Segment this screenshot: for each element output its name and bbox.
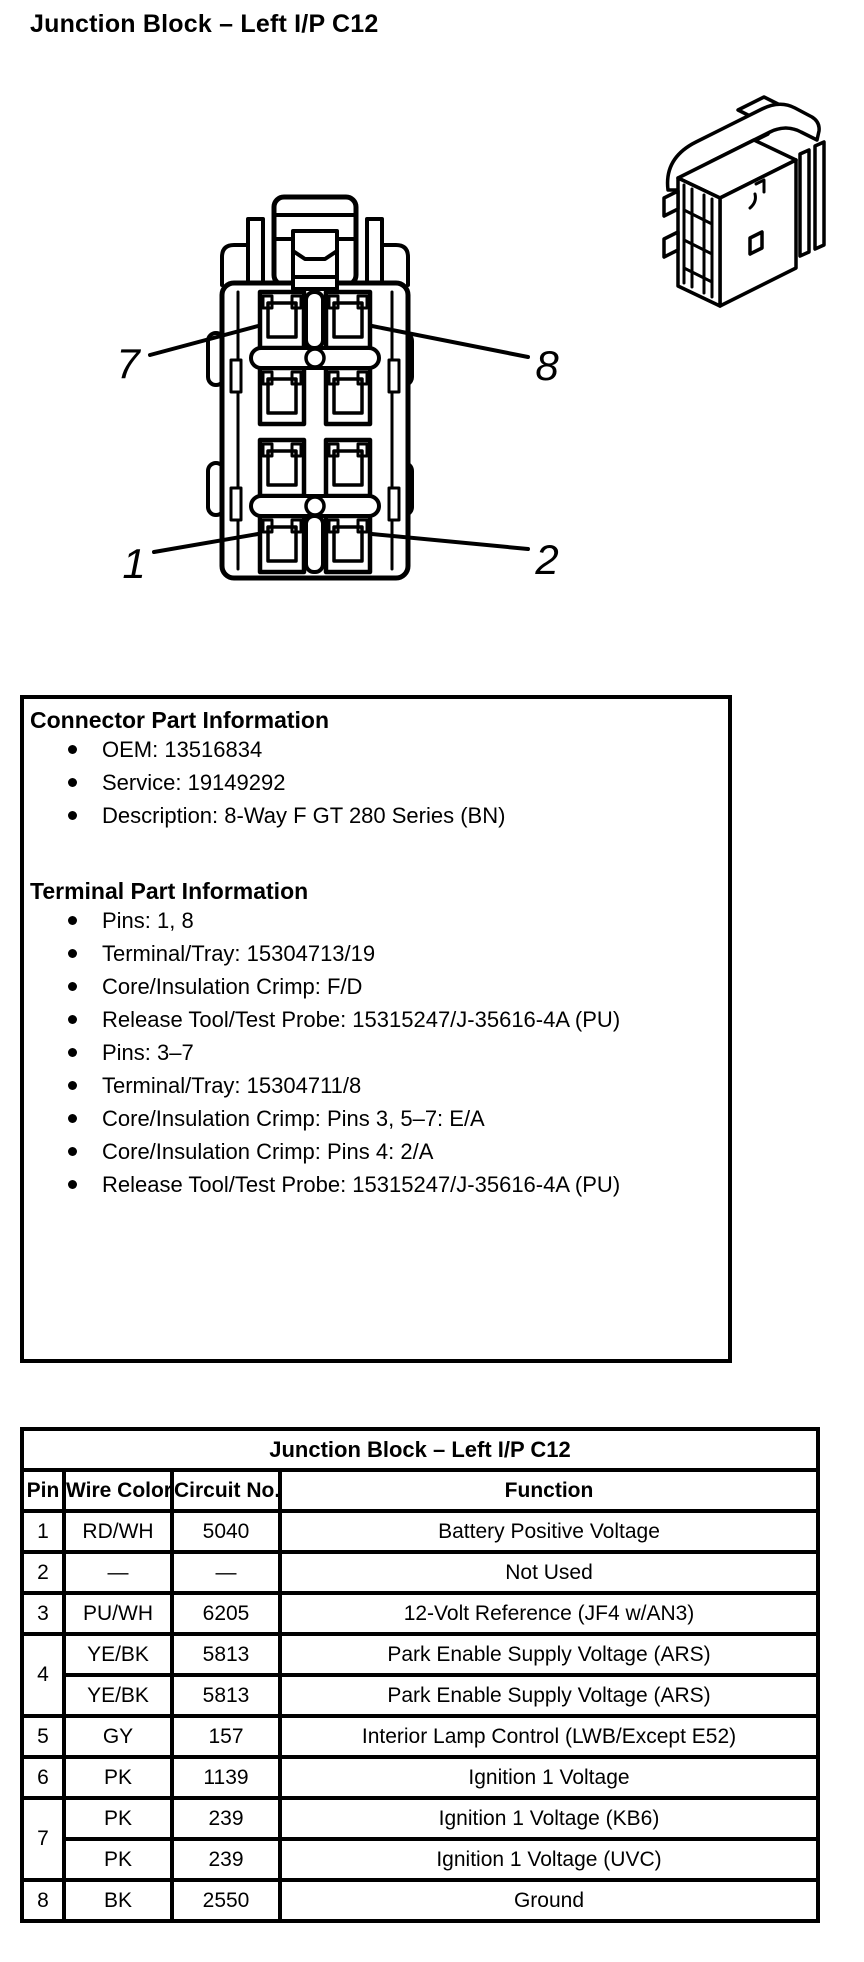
connector-part-list: OEM: 13516834 Service: 19149292 Descript…	[30, 733, 722, 832]
function-cell: Interior Lamp Control (LWB/Except E52)	[278, 1714, 820, 1759]
function-cell: Battery Positive Voltage	[278, 1509, 820, 1554]
wire-color-cell: PK	[62, 1796, 174, 1841]
leader-line-7	[148, 324, 260, 357]
function-cell: Ignition 1 Voltage	[278, 1755, 820, 1800]
list-item: OEM: 13516834	[30, 733, 722, 766]
list-item: Core/Insulation Crimp: F/D	[30, 970, 722, 1003]
wire-color-cell: —	[62, 1550, 174, 1595]
function-cell: Not Used	[278, 1550, 820, 1595]
circuit-no-cell: 6205	[170, 1591, 282, 1636]
table-row: 2 — — Not Used	[20, 1550, 820, 1595]
pin-cell: 2	[20, 1550, 66, 1595]
page-title: Junction Block – Left I/P C12	[30, 10, 379, 38]
pin-label-8: 8	[535, 342, 559, 389]
list-item: Core/Insulation Crimp: Pins 3, 5–7: E/A	[30, 1102, 722, 1135]
pin-cell: 3	[20, 1591, 66, 1636]
wire-color-cell: PK	[62, 1837, 174, 1882]
list-item: Release Tool/Test Probe: 15315247/J-3561…	[30, 1168, 722, 1201]
leader-line-8	[370, 324, 530, 359]
connector-iso-diagram	[662, 95, 826, 308]
wire-color-cell: GY	[62, 1714, 174, 1759]
pin-cell: 7	[20, 1796, 66, 1882]
col-header-pin: Pin	[20, 1468, 66, 1513]
list-item: Terminal/Tray: 15304713/19	[30, 937, 722, 970]
function-cell: Ignition 1 Voltage (KB6)	[278, 1796, 820, 1841]
circuit-no-cell: —	[170, 1550, 282, 1595]
terminal-part-heading: Terminal Part Information	[30, 878, 309, 904]
circuit-no-cell: 1139	[170, 1755, 282, 1800]
pinout-table: Junction Block – Left I/P C12 Pin Wire C…	[20, 1427, 820, 1923]
circuit-no-cell: 5813	[170, 1673, 282, 1718]
wire-color-cell: PK	[62, 1755, 174, 1800]
wire-color-cell: RD/WH	[62, 1509, 174, 1554]
part-information-box: Connector Part Information OEM: 13516834…	[20, 695, 732, 1363]
col-header-function: Function	[278, 1468, 820, 1513]
function-cell: Park Enable Supply Voltage (ARS)	[278, 1632, 820, 1677]
pin-cell: 6	[20, 1755, 66, 1800]
circuit-no-cell: 157	[170, 1714, 282, 1759]
list-item: Core/Insulation Crimp: Pins 4: 2/A	[30, 1135, 722, 1168]
connector-front-diagram: 7 8 1 2	[116, 194, 559, 587]
table-row: 5 GY 157 Interior Lamp Control (LWB/Exce…	[20, 1714, 820, 1759]
table-row: 4 YE/BK 5813 Park Enable Supply Voltage …	[20, 1632, 820, 1718]
circuit-no-cell: 5813	[170, 1632, 282, 1677]
table-row: YE/BK 5813 Park Enable Supply Voltage (A…	[22, 1673, 820, 1718]
table-row: 8 BK 2550 Ground	[20, 1878, 820, 1923]
circuit-no-cell: 2550	[170, 1878, 282, 1923]
table-row: 1 RD/WH 5040 Battery Positive Voltage	[20, 1509, 820, 1554]
table-row: PK 239 Ignition 1 Voltage (UVC)	[22, 1837, 820, 1882]
wire-color-cell: YE/BK	[62, 1673, 174, 1718]
col-header-circuit-no: Circuit No.	[170, 1468, 282, 1513]
leader-line-1	[152, 532, 260, 554]
wire-color-cell: BK	[62, 1878, 174, 1923]
leader-line-2	[370, 532, 530, 551]
circuit-no-cell: 5040	[170, 1509, 282, 1554]
list-item: Pins: 1, 8	[30, 904, 722, 937]
pin-cell: 8	[20, 1878, 66, 1923]
connector-part-heading: Connector Part Information	[30, 707, 330, 733]
function-cell: Park Enable Supply Voltage (ARS)	[278, 1673, 820, 1718]
list-item: Description: 8-Way F GT 280 Series (BN)	[30, 799, 722, 832]
pin-label-1: 1	[122, 540, 145, 587]
list-item: Service: 19149292	[30, 766, 722, 799]
list-item: Release Tool/Test Probe: 15315247/J-3561…	[30, 1003, 722, 1036]
function-cell: Ground	[278, 1878, 820, 1923]
col-header-wire-color: Wire Color	[62, 1468, 174, 1513]
wire-color-cell: YE/BK	[62, 1632, 174, 1677]
function-cell: Ignition 1 Voltage (UVC)	[278, 1837, 820, 1882]
table-row: 3 PU/WH 6205 12-Volt Reference (JF4 w/AN…	[20, 1591, 820, 1636]
circuit-no-cell: 239	[170, 1796, 282, 1841]
pin-label-2: 2	[534, 536, 558, 583]
table-title: Junction Block – Left I/P C12	[20, 1427, 820, 1472]
table-row: 7 PK 239 Ignition 1 Voltage (KB6)	[20, 1796, 820, 1882]
function-cell: 12-Volt Reference (JF4 w/AN3)	[278, 1591, 820, 1636]
pin-label-7: 7	[116, 340, 141, 387]
divider-bar	[249, 346, 381, 518]
terminal-part-list-1: Pins: 1, 8 Terminal/Tray: 15304713/19 Co…	[30, 904, 722, 1036]
list-item: Pins: 3–7	[30, 1036, 722, 1069]
pin-cell: 1	[20, 1509, 66, 1554]
terminal-part-list-2: Pins: 3–7 Terminal/Tray: 15304711/8 Core…	[30, 1036, 722, 1201]
list-item: Terminal/Tray: 15304711/8	[30, 1069, 722, 1102]
wire-color-cell: PU/WH	[62, 1591, 174, 1636]
pin-cell: 4	[20, 1632, 66, 1718]
circuit-no-cell: 239	[170, 1837, 282, 1882]
pin-cell: 5	[20, 1714, 66, 1759]
table-row: 6 PK 1139 Ignition 1 Voltage	[20, 1755, 820, 1800]
